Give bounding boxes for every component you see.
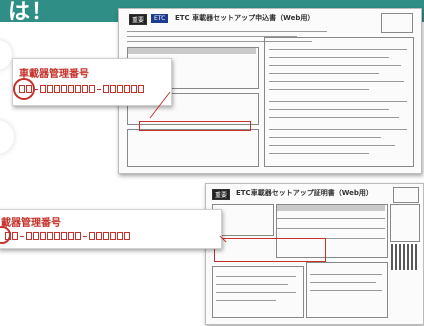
digit-box (61, 85, 67, 93)
digit-box (110, 85, 116, 93)
form-line (269, 73, 379, 74)
number-field (139, 121, 251, 131)
form-line (216, 276, 296, 277)
digit-box (26, 232, 32, 240)
digit-box (54, 85, 60, 93)
notes-section (264, 37, 414, 167)
callout-label: 載器管理番号 (1, 218, 61, 229)
digit-box (103, 85, 109, 93)
digit-box (103, 232, 109, 240)
form-line (269, 65, 401, 66)
digit-box (117, 232, 123, 240)
management-number-callout-2: 載器管理番号 (0, 209, 222, 249)
digit-box (89, 232, 95, 240)
form-line (310, 290, 382, 291)
callout-label: 車載器管理番号 (19, 69, 89, 80)
digit-box (89, 85, 95, 93)
form-line (127, 36, 297, 37)
form-section (276, 204, 388, 258)
dash (34, 88, 38, 90)
digit-box (138, 85, 144, 93)
form-line (277, 228, 385, 229)
form-line (127, 31, 327, 32)
digit-box (96, 232, 102, 240)
digit-box (82, 85, 88, 93)
form-line (310, 282, 376, 283)
digit-box (75, 85, 81, 93)
stamp-box (393, 187, 419, 203)
digit-box (47, 85, 53, 93)
form-section (390, 204, 420, 242)
etc-tag: ETC (151, 14, 169, 23)
form-title: ETC 車載器セットアップ申込書（Web用） (175, 14, 315, 22)
form-line (216, 300, 276, 301)
stamp-box (381, 13, 413, 33)
form-row (128, 48, 256, 54)
form-line (216, 292, 296, 293)
form-line (277, 238, 385, 239)
digit-box (12, 232, 18, 240)
dash (20, 235, 24, 237)
number-digit-boxes (5, 232, 130, 240)
form-line (269, 109, 389, 110)
form-line (269, 129, 407, 130)
important-tag: 重要 (212, 189, 231, 200)
highlight-circle (13, 78, 35, 100)
form-line (269, 145, 395, 146)
digit-box (131, 85, 137, 93)
dash (83, 235, 87, 237)
form-section (127, 93, 259, 125)
form-section (306, 262, 388, 318)
setup-certificate-form: 重要 ETC車載器セットアップ証明書（Web用） (205, 183, 424, 325)
decorative-blob (0, 40, 12, 70)
digit-box (68, 85, 74, 93)
digit-box (75, 232, 81, 240)
digit-box (40, 232, 46, 240)
digit-box (117, 85, 123, 93)
digit-box (124, 85, 130, 93)
dash (97, 88, 101, 90)
digit-box (124, 232, 130, 240)
form-row (277, 205, 385, 211)
digit-box (110, 232, 116, 240)
form-section (212, 266, 304, 318)
number-field (214, 238, 326, 262)
form-line (269, 101, 407, 102)
digit-box (54, 232, 60, 240)
form-line (269, 81, 404, 82)
form-line (310, 274, 382, 275)
form-line (216, 284, 288, 285)
form-line (269, 49, 407, 50)
digit-box (47, 232, 53, 240)
digit-box (68, 232, 74, 240)
form-section (127, 129, 259, 167)
form-line (269, 89, 369, 90)
certificate-title: ETC車載器セットアップ証明書（Web用） (236, 189, 373, 197)
form-line (127, 41, 312, 42)
management-number-callout: 車載器管理番号 (12, 58, 172, 106)
important-tag: 重要 (129, 14, 148, 25)
form-line (269, 57, 389, 58)
qr-code (391, 244, 417, 270)
form-line (269, 137, 381, 138)
form-line (269, 153, 369, 154)
form-line (269, 117, 399, 118)
digit-box (40, 85, 46, 93)
highlight-circle (0, 226, 11, 244)
digit-box (33, 232, 39, 240)
number-digit-boxes (19, 85, 144, 93)
digit-box (61, 232, 67, 240)
decorative-blob (0, 120, 14, 154)
banner-text: は！ (8, 0, 55, 25)
form-line (277, 218, 385, 219)
